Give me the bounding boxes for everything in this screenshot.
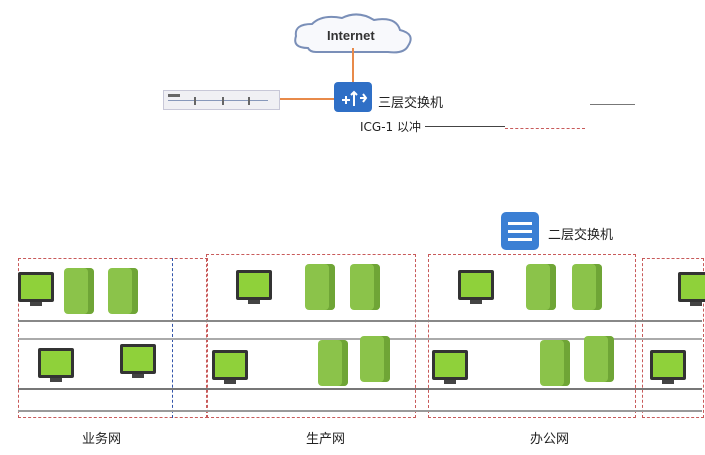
link-line-right [590,104,635,105]
pc-icon [432,350,468,384]
pc-icon [120,344,156,378]
bus-line [18,410,702,412]
internet-label: Internet [327,28,375,43]
zone-production [206,254,416,418]
server-icon [540,340,570,386]
link-line [425,126,505,127]
server-icon [108,268,138,314]
server-icon [318,340,348,386]
zone-label-office: 办公网 [530,432,570,447]
rack-link [278,98,334,100]
pc-icon [678,272,705,306]
server-icon [526,264,556,310]
bus-line [18,388,702,390]
core-switch-label: 三层交换机 [378,96,444,111]
pc-icon [18,272,54,306]
bus-line [18,320,702,322]
pc-icon [458,270,494,304]
pc-icon [236,270,272,304]
pc-icon [650,350,686,384]
server-icon [64,268,94,314]
server-icon [584,336,614,382]
server-icon [305,264,335,310]
zone-label-production: 生产网 [306,432,346,447]
cloud-uplink [352,48,354,82]
pc-icon [38,348,74,382]
layer3-switch-icon [334,82,372,112]
server-icon [360,336,390,382]
core-switch-sublabel: ICG-1 以冲 [360,120,421,134]
internet-cloud-icon [294,13,412,54]
server-icon [572,264,602,310]
zone-label-business: 业务网 [82,432,122,447]
layer2-switch-icon [501,212,539,250]
zone-office [428,254,636,418]
dashed-link [505,110,585,129]
server-icon [350,264,380,310]
rack-device-icon [163,90,280,110]
access-switch-label: 二层交换机 [548,228,614,243]
pc-icon [212,350,248,384]
